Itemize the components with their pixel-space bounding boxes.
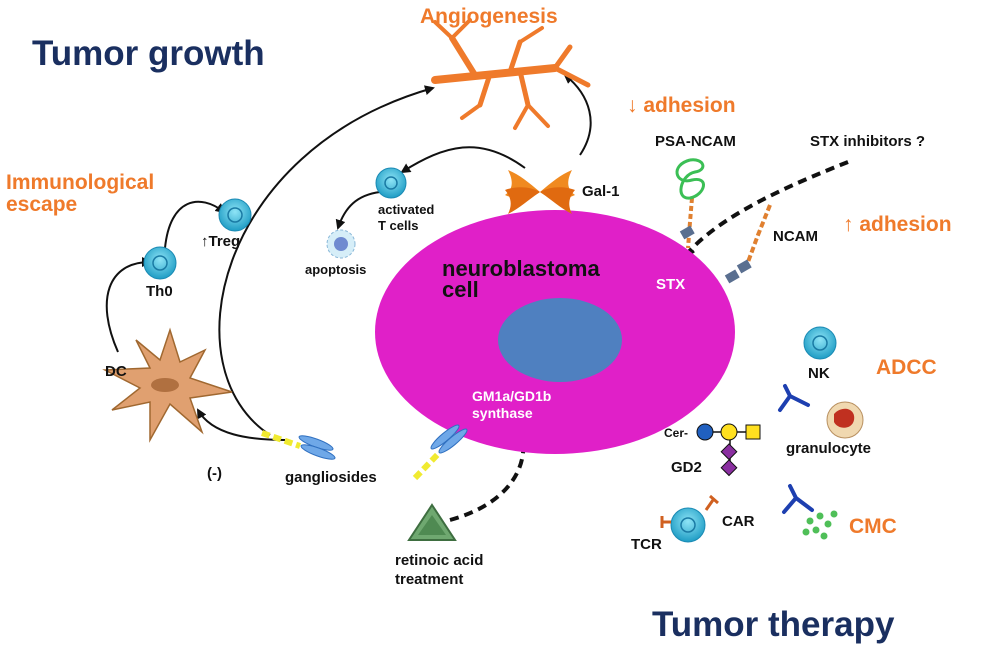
antibody-cmc (782, 484, 814, 514)
granulocyte-label: granulocyte (786, 440, 872, 457)
tcr-label: TCR (631, 536, 662, 553)
gd2-glycan (696, 423, 761, 477)
antibody-adcc (778, 384, 810, 412)
granulocyte-cell (826, 401, 864, 439)
tumor-therapy-heading: Tumor therapy (652, 605, 895, 644)
dc-label: DC (105, 363, 127, 380)
arrow-gangliosides-to-dc (197, 408, 286, 441)
treg-cell (218, 198, 252, 232)
gd2-label: GD2 (671, 459, 702, 476)
activated-t-cell (375, 167, 407, 199)
gm1a-gd1b-synthase-label: GM1a/GD1b synthase (472, 388, 552, 421)
arrow-tcells-to-apoptosis (335, 191, 381, 230)
adcc-label: ADCC (876, 356, 937, 379)
nk-cell (803, 326, 837, 360)
angiogenesis-vessels (431, 18, 591, 130)
decreased-adhesion-label: ↓ adhesion (627, 94, 736, 117)
tumor-growth-heading: Tumor growth (32, 34, 265, 73)
car-t-cell (660, 494, 719, 543)
cmc-label: CMC (849, 515, 897, 538)
retinoic-acid-icon (407, 503, 457, 541)
psa-ncam-molecule (675, 158, 705, 249)
arrow-th0-to-treg (164, 200, 226, 249)
retinoic-acid-treatment-label: retinoic acid treatment (395, 552, 484, 588)
apoptosis-label: apoptosis (305, 262, 367, 277)
ncam-molecule (724, 204, 772, 284)
increased-adhesion-label: ↑ adhesion (843, 213, 952, 236)
immunological-escape-label: Immunological escape (6, 171, 155, 216)
negative-regulation-label: (-) (207, 465, 222, 482)
dendritic-cell (102, 327, 233, 443)
nucleus (498, 298, 622, 382)
stx-label: STX (656, 276, 686, 293)
cer-label: Cer- (664, 426, 689, 440)
gal1-molecule (505, 170, 575, 214)
dashed-inhibitor-stx (684, 160, 849, 257)
ncam-label: NCAM (773, 228, 818, 245)
car-label: CAR (722, 513, 755, 530)
neuroblastoma-cell-label: neuroblastoma cell (442, 256, 600, 302)
gangliosides-label: gangliosides (285, 469, 377, 486)
treg-label: ↑Treg (201, 233, 241, 250)
gal1-label: Gal-1 (582, 183, 620, 200)
arrow-dc-to-th0 (105, 257, 152, 353)
complement-molecules (802, 510, 838, 540)
activated-t-cells-label: activated T cells (378, 202, 435, 233)
nk-label: NK (808, 365, 830, 382)
psa-ncam-label: PSA-NCAM (655, 133, 736, 150)
stx-inhibitors-label: STX inhibitors ? (810, 133, 925, 150)
membrane-gangliosides (412, 424, 468, 481)
angiogenesis-label: Angiogenesis (420, 5, 558, 28)
th0-cell (143, 246, 177, 280)
arrow-gal1-to-angiogenesis (563, 73, 592, 156)
free-gangliosides (261, 430, 336, 460)
apoptotic-cell (326, 229, 356, 259)
arrow-gangliosides-to-angiogenesis (218, 85, 435, 436)
th0-label: Th0 (146, 283, 173, 300)
arrow-gal1-to-tcells (400, 146, 526, 174)
